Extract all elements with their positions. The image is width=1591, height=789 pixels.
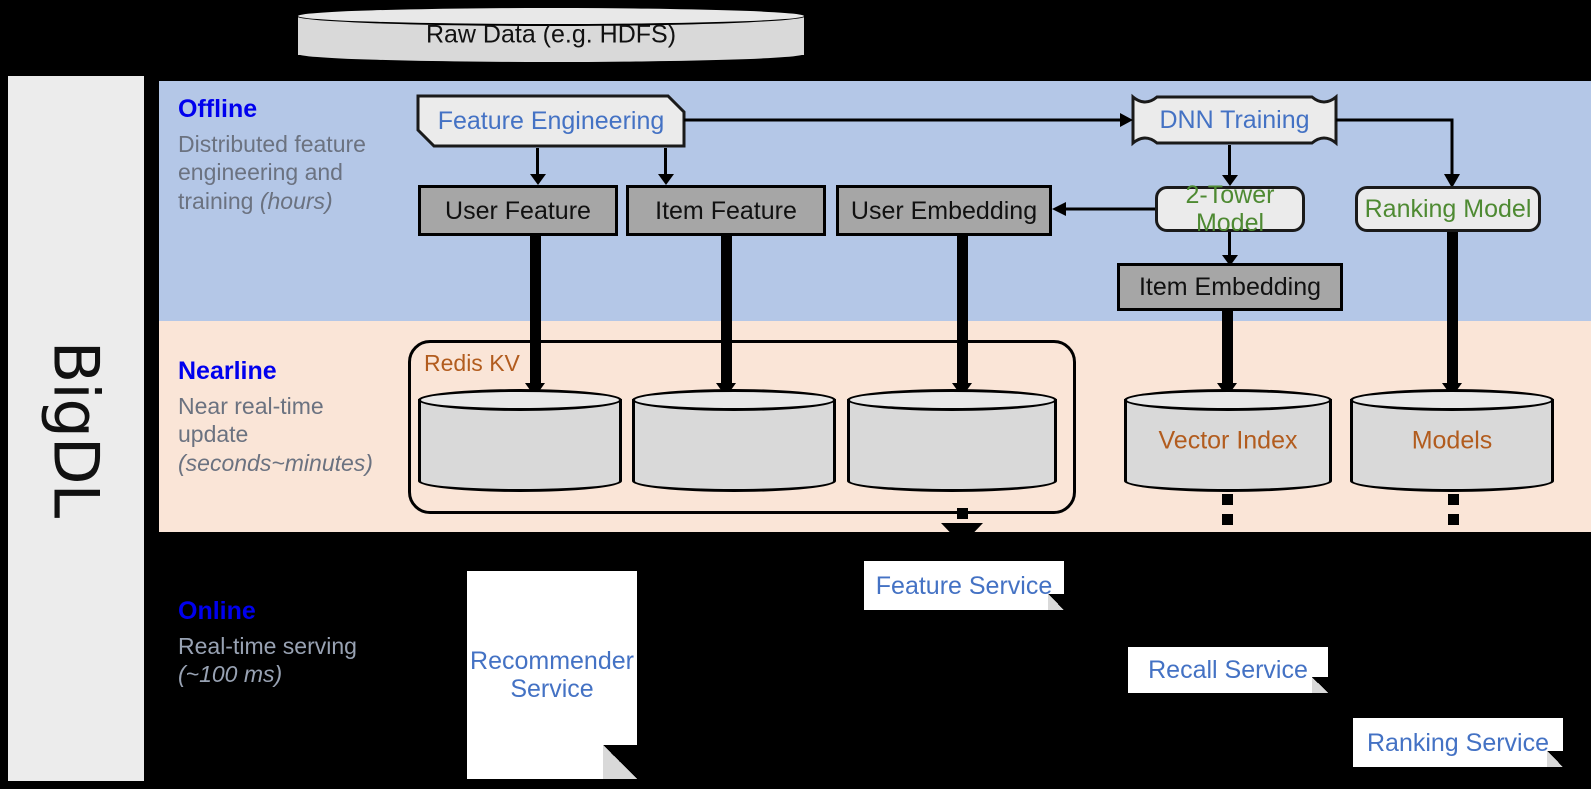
ranking-model-label: Ranking Model: [1364, 195, 1532, 223]
raw-data-cylinder: Raw Data (e.g. HDFS): [296, 6, 806, 64]
offline-subtitle-plain: Distributed feature engineering and trai…: [178, 131, 366, 214]
models-cylinder[interactable]: Models: [1350, 389, 1554, 492]
online-subtitle-italic: (~100 ms): [178, 661, 283, 688]
online-subtitle: Real-time serving (~100 ms): [178, 632, 398, 689]
user-embedding-label: User Embedding: [850, 196, 1038, 225]
offline-subtitle: Distributed feature engineering and trai…: [178, 130, 398, 215]
cylinder-body: [418, 399, 622, 481]
pipe-userfeature-to-kv1: [530, 236, 541, 386]
arrowhead-2tower-to-ie: [1222, 255, 1238, 266]
edge-fe-to-itemfeature: [664, 148, 667, 176]
online-title: Online: [178, 597, 256, 625]
node-user-feature[interactable]: User Feature: [418, 185, 618, 236]
node-ranking-service[interactable]: Ranking Service: [1353, 718, 1563, 767]
dash-models-2: [1448, 514, 1459, 525]
pipe-userembedding-to-kv3: [957, 236, 968, 386]
bigdl-rail-label: BigDL: [39, 340, 113, 517]
dash-vectorindex-1: [1222, 494, 1233, 505]
item-feature-label: Item Feature: [655, 196, 797, 225]
cylinder-top: [418, 389, 622, 411]
vector-index-cylinder[interactable]: Vector Index: [1124, 389, 1332, 492]
nearline-subtitle-plain: Near real-time update: [178, 393, 324, 448]
node-ranking-model[interactable]: Ranking Model: [1355, 186, 1541, 232]
nearline-subtitle-italic: (seconds~minutes): [178, 449, 373, 476]
offline-title: Offline: [178, 95, 258, 123]
dash-models-1: [1448, 494, 1459, 505]
ranking-service-label: Ranking Service: [1366, 728, 1550, 757]
cylinder-top: [632, 389, 836, 411]
online-subtitle-plain: Real-time serving: [178, 633, 357, 659]
cylinder-body: [1124, 399, 1332, 481]
node-item-embedding[interactable]: Item Embedding: [1117, 263, 1343, 311]
cylinder-top: [847, 389, 1057, 411]
arrowhead-fe-to-itemfeature: [658, 174, 674, 185]
cylinder-top: [1124, 389, 1332, 411]
edge-2tower-to-itemembedding: [1228, 232, 1231, 258]
cylinder-top: [1350, 389, 1554, 411]
redis-kv-label: Redis KV: [424, 350, 520, 376]
nearline-subtitle: Near real-time update (seconds~minutes): [178, 392, 398, 477]
models-label: Models: [1411, 426, 1493, 454]
node-feature-service[interactable]: Feature Service: [864, 561, 1064, 610]
node-user-embedding[interactable]: User Embedding: [836, 185, 1052, 236]
kv-store-cylinder-3[interactable]: [847, 389, 1057, 492]
arrowhead-rawdata-to-fe: [540, 66, 560, 80]
arrowhead-fe-to-userfeature: [530, 174, 546, 185]
pipe-itemembedding-to-vectorindex: [1222, 311, 1233, 386]
offline-subtitle-italic: (hours): [259, 187, 333, 214]
node-2-tower-model[interactable]: 2-Tower Model: [1155, 181, 1305, 237]
cylinder-body: [632, 399, 836, 481]
arrowhead-dnn-to-2tower: [1222, 175, 1238, 186]
dnn-training-label: DNN Training: [1159, 106, 1310, 134]
kv-store-cylinder-1[interactable]: [418, 389, 622, 492]
dash-redis-to-featureservice: [957, 508, 968, 519]
node-recommender-service[interactable]: Recommender Service: [467, 571, 637, 779]
kv-store-cylinder-2[interactable]: [632, 389, 836, 492]
arrowhead-redis-to-featureservice: [941, 523, 983, 545]
node-dnn-training[interactable]: DNN Training: [1133, 97, 1336, 143]
caption-offline: Offline Distributed feature engineering …: [178, 95, 398, 215]
cylinder-body: [1350, 399, 1554, 481]
feature-engineering-label: Feature Engineering: [437, 107, 665, 135]
node-recall-service[interactable]: Recall Service: [1128, 647, 1328, 693]
user-feature-label: User Feature: [445, 196, 591, 225]
2-tower-model-label: 2-Tower Model: [1185, 181, 1275, 237]
vector-index-label: Vector Index: [1158, 426, 1298, 454]
raw-data-label: Raw Data (e.g. HDFS): [425, 20, 677, 49]
item-embedding-label: Item Embedding: [1138, 273, 1322, 301]
cylinder-body: [847, 399, 1057, 481]
recommender-service-label-line1: Recommender: [470, 647, 634, 675]
node-item-feature[interactable]: Item Feature: [626, 185, 826, 236]
pipe-itemfeature-to-kv2: [721, 236, 732, 386]
edge-dnn-to-2tower: [1228, 145, 1231, 177]
node-feature-engineering[interactable]: Feature Engineering: [418, 96, 684, 146]
edge-fe-to-userfeature: [536, 148, 539, 176]
nearline-title: Nearline: [178, 357, 277, 385]
caption-nearline: Nearline Near real-time update (seconds~…: [178, 357, 398, 477]
dash-vectorindex-2: [1222, 514, 1233, 525]
feature-service-label: Feature Service: [875, 571, 1053, 600]
pipe-rankingmodel-to-models: [1447, 232, 1458, 386]
redis-kv-group[interactable]: [408, 340, 1076, 514]
caption-online: Online Real-time serving (~100 ms): [178, 597, 398, 689]
recommender-service-label-line2: Service: [510, 675, 594, 703]
recall-service-label: Recall Service: [1148, 656, 1308, 684]
cylinder-top: [296, 6, 806, 26]
bigdl-rail: BigDL: [8, 76, 144, 781]
